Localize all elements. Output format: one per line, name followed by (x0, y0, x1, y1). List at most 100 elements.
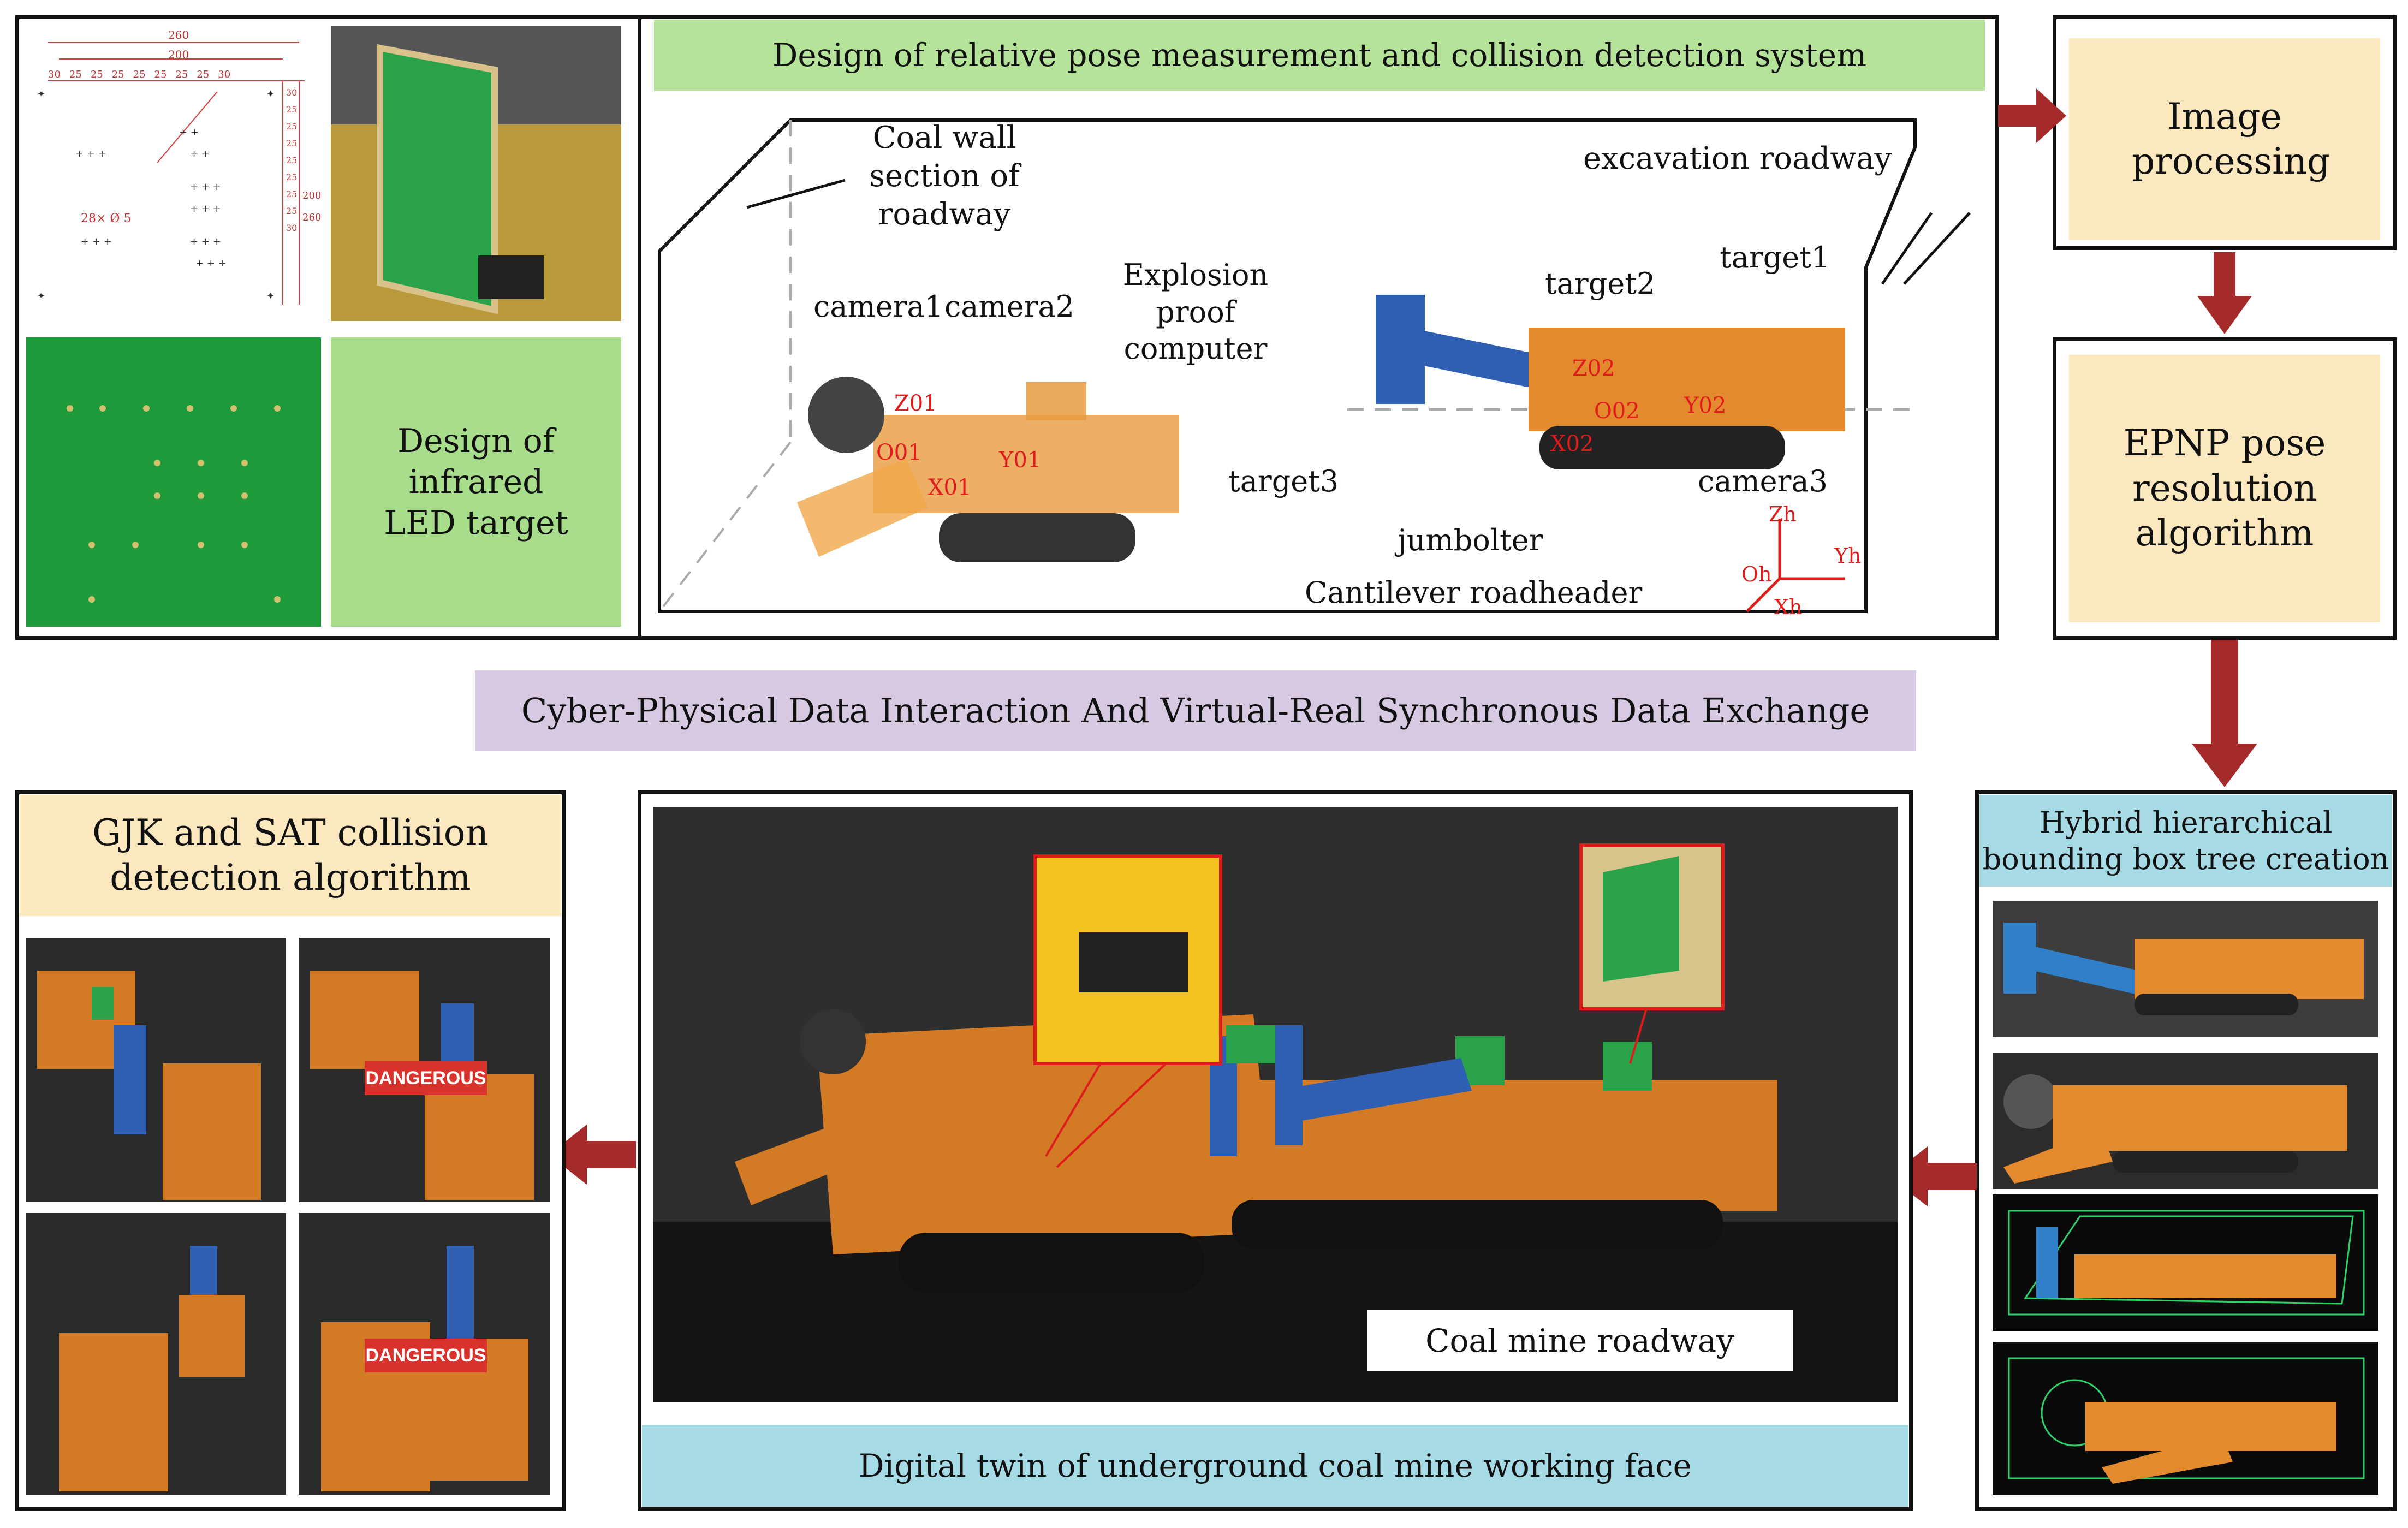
target-caption-box: Design of infrared LED target (331, 337, 621, 627)
svg-text:+ + +: + + + (190, 181, 221, 193)
jumbolter-model (1376, 295, 1845, 469)
collision-image-3 (26, 1213, 286, 1495)
arrow-to-image-processing (1998, 88, 2066, 143)
axis-o02: O02 (1594, 399, 1640, 424)
hole-label: 28× Ø 5 (81, 212, 132, 225)
label-target1: target1 (1720, 240, 1830, 275)
axis-x01: X01 (928, 475, 972, 500)
dim-spacing-7: 25 (197, 69, 210, 80)
label-target3: target3 (1228, 464, 1339, 498)
warning-text-1: DANGEROUS (365, 1067, 486, 1089)
hybrid-image-3 (1993, 1194, 2378, 1331)
dim-spacing-0: 30 (48, 69, 61, 80)
svg-text:+ +: + + (190, 148, 210, 160)
dim-top: 260 (168, 28, 189, 41)
label-camera2: camera2 (944, 289, 1074, 324)
svg-text:+ + +: + + + (190, 203, 221, 215)
dim-right-6: 25 (286, 189, 298, 199)
collision-image-1-svg (37, 971, 261, 1200)
svg-text:+ + +: + + + (195, 258, 227, 269)
label-camera1: camera1 (813, 289, 943, 324)
hybrid-image-1-svg (2003, 923, 2364, 1015)
axis-y02: Y02 (1684, 393, 1727, 418)
hybrid-image-2 (1993, 1053, 2378, 1189)
dim-spacing-row: 30 25 25 25 25 25 25 25 30 (48, 69, 230, 80)
label-camera3: camera3 (1698, 464, 1828, 498)
warning-badge-2: DANGEROUS (365, 1339, 487, 1372)
dim-spacing-1: 25 (69, 69, 82, 80)
collision-image-2 (299, 938, 550, 1202)
dim-side-200: 200 (302, 190, 322, 201)
interaction-banner: Cyber-Physical Data Interaction And Virt… (475, 670, 1916, 751)
dim-spacing-3: 25 (111, 69, 124, 80)
hybrid-image-3-svg (2008, 1210, 2365, 1316)
roadheader-model (797, 377, 1179, 562)
dim-right-2: 25 (286, 121, 298, 132)
svg-text:+ + +: + + + (81, 236, 112, 247)
dim-right-0: 30 (286, 87, 298, 98)
axis-xh: Xh (1774, 595, 1803, 619)
svg-text:✦: ✦ (266, 88, 275, 100)
label-explosion: Explosion proof computer (1097, 257, 1294, 367)
hybrid-image-1 (1993, 901, 2378, 1037)
roadway-label: Coal mine roadway (1425, 1322, 1734, 1359)
collision-title: GJK and SAT collision detection algorith… (92, 811, 489, 899)
dim-inner: 200 (168, 48, 189, 61)
hybrid-text: Hybrid hierarchical bounding box tree cr… (1982, 805, 2389, 877)
warning-badge-1: DANGEROUS (365, 1061, 487, 1095)
pcb-svg (67, 405, 281, 603)
collision-image-4 (299, 1213, 550, 1495)
axis-yh: Yh (1834, 544, 1862, 568)
dim-right-4: 25 (286, 155, 298, 165)
measurement-header-text: Design of relative pose measurement and … (772, 36, 1867, 74)
interaction-banner-text: Cyber-Physical Data Interaction And Virt… (521, 691, 1870, 731)
dim-right-7: 25 (286, 206, 298, 216)
image-processing-box: Image processing (2069, 38, 2380, 240)
svg-text:+ +: + + (179, 127, 199, 138)
dim-right-1: 25 (286, 104, 298, 115)
label-explosion-text: Explosion proof computer (1122, 258, 1269, 366)
arrow-to-hybrid (2192, 640, 2257, 787)
dim-spacing-5: 25 (154, 69, 167, 80)
epnp-box: EPNP pose resolution algorithm (2069, 355, 2380, 622)
digital-twin-svg (653, 807, 1898, 1402)
svg-text:+ + +: + + + (75, 148, 106, 160)
digital-twin-caption: Digital twin of underground coal mine wo… (858, 1447, 1692, 1484)
target-drawing-svg: ✦✦ ✦✦ + + ++ ++ + + + ++ + + + + ++ + ++… (37, 42, 305, 305)
measurement-header: Design of relative pose measurement and … (654, 20, 1985, 91)
axis-x02: X02 (1550, 431, 1594, 456)
axis-o01: O01 (876, 440, 922, 465)
axis-y01: Y01 (999, 448, 1042, 473)
arrow-to-collision (549, 1125, 636, 1185)
svg-text:✦: ✦ (266, 290, 275, 302)
dim-spacing-6: 25 (175, 69, 188, 80)
label-jumbolter: jumbolter (1398, 523, 1543, 557)
dim-spacing-8: 30 (218, 69, 231, 80)
axis-oh: Oh (1741, 562, 1772, 586)
target-photo (331, 26, 621, 321)
collision-image-1 (26, 938, 286, 1202)
dim-right-5: 25 (286, 172, 298, 182)
digital-twin-caption-box: Digital twin of underground coal mine wo… (642, 1425, 1908, 1507)
dim-side-260: 260 (302, 212, 322, 223)
dim-spacing-4: 25 (133, 69, 146, 80)
axis-zh: Zh (1769, 502, 1797, 526)
svg-text:✦: ✦ (37, 290, 45, 302)
label-coal-wall: Coal wall section of roadway (830, 119, 1059, 234)
arrow-to-epnp (2197, 252, 2252, 334)
hybrid-image-4 (1993, 1342, 2378, 1495)
dim-right-8: 30 (286, 223, 298, 233)
axis-z01: Z01 (894, 391, 937, 416)
digital-twin-scene (653, 807, 1898, 1402)
hybrid-image-4-svg (2008, 1357, 2365, 1484)
pcb-image (26, 337, 321, 627)
target-caption: Design of infrared LED target (384, 421, 568, 542)
warning-text-2: DANGEROUS (365, 1345, 486, 1366)
collision-header: GJK and SAT collision detection algorith… (20, 795, 561, 916)
image-processing-text: Image processing (2132, 95, 2330, 183)
axis-z02: Z02 (1572, 356, 1615, 381)
collision-image-3-svg (59, 1246, 245, 1491)
dim-spacing-2: 25 (90, 69, 103, 80)
label-coal-wall-text: Coal wall section of roadway (869, 120, 1020, 232)
svg-text:✦: ✦ (37, 88, 45, 100)
